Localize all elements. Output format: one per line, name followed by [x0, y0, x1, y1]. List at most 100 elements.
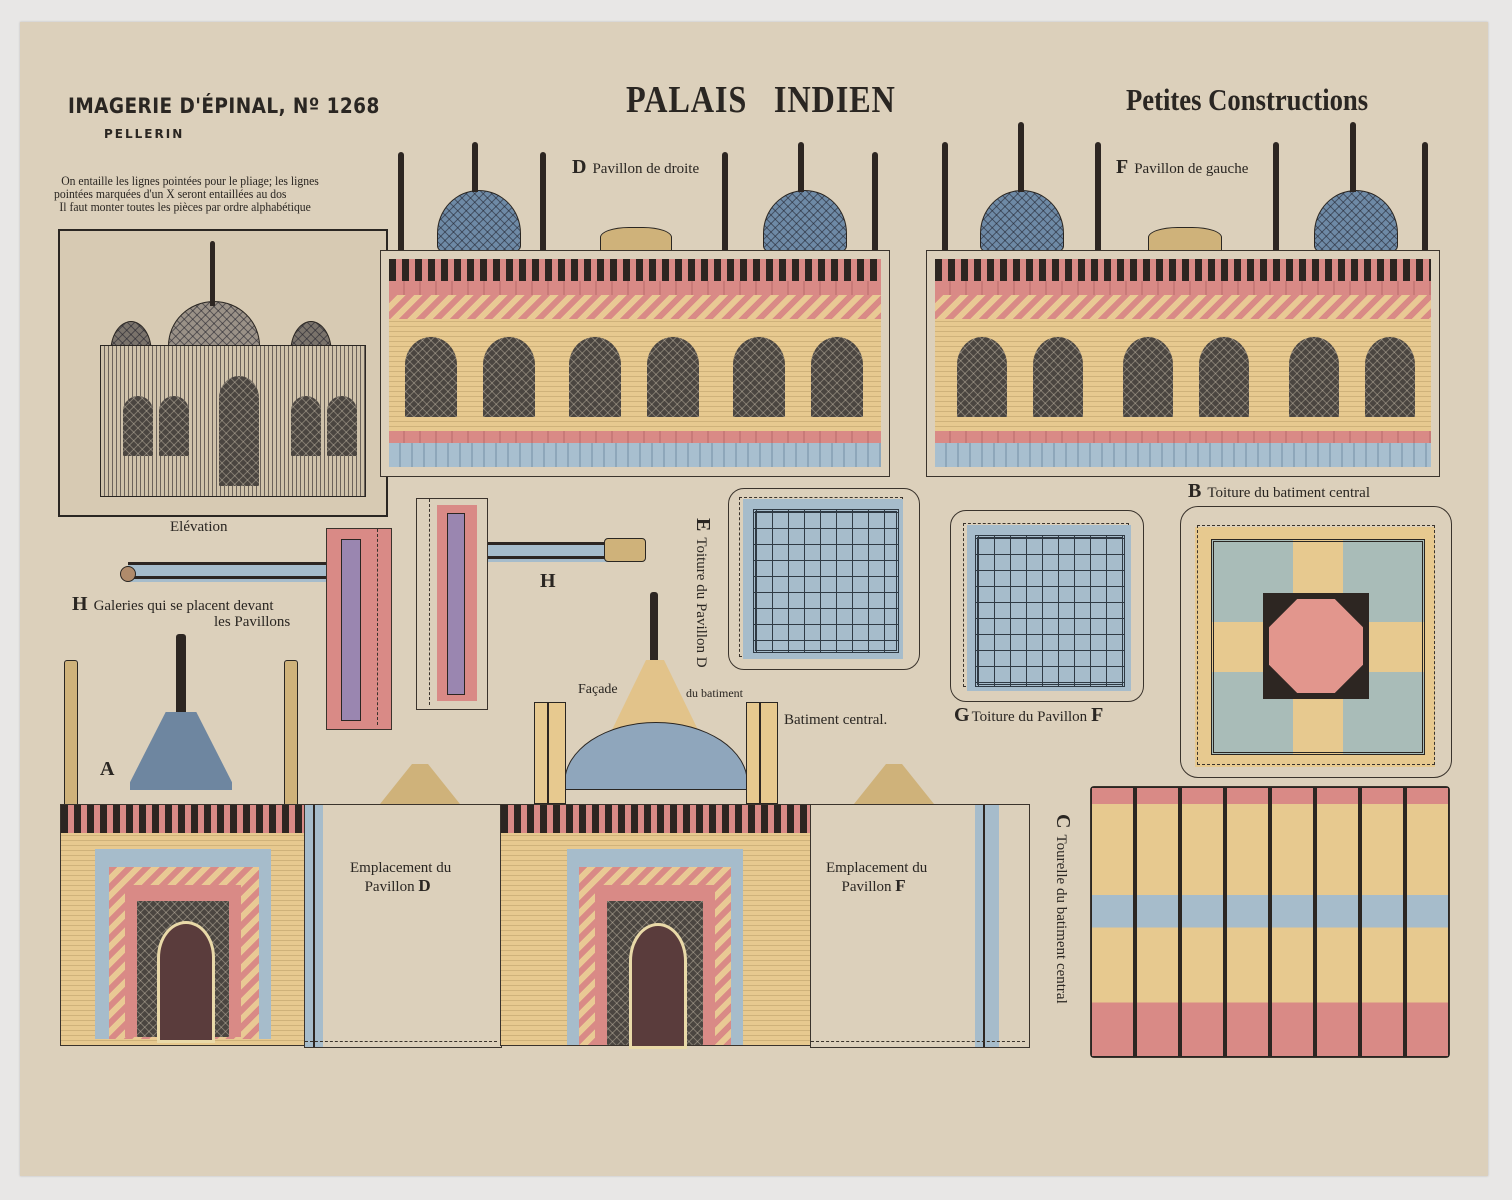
window-icon	[733, 337, 785, 417]
piece-letter: F	[1091, 704, 1104, 726]
piece-a-label: A	[100, 758, 120, 781]
piece-letter: A	[100, 758, 115, 780]
crenellation	[935, 259, 1431, 281]
minaret-icon	[540, 152, 546, 252]
pink-band	[389, 431, 881, 443]
blue-base	[935, 443, 1431, 467]
pink-band	[935, 431, 1431, 443]
central-facade-wall	[500, 804, 812, 1049]
piece-name: Galeries qui se placent devant	[93, 598, 274, 614]
piece-e-label: EToiture du Pavillon D	[691, 518, 714, 668]
roof-finial-icon	[380, 764, 460, 804]
instruction-line: pointées marquées d'un X seront entaillé…	[54, 186, 287, 201]
piece-name: Toiture du batiment central	[1207, 485, 1370, 501]
emplacement-d-label: Emplacement du Pavillon D	[350, 860, 451, 896]
roof-grid	[975, 535, 1125, 687]
tower-face	[1316, 787, 1359, 1057]
spire-icon	[210, 241, 215, 306]
minaret-icon	[1095, 142, 1101, 252]
cone-roof-icon	[130, 712, 232, 790]
piece-h-second-letter: H	[540, 570, 562, 593]
spire-icon	[1018, 122, 1024, 192]
roof-finial-icon	[854, 764, 934, 804]
piece-name: Toiture du Pavillon D	[693, 537, 709, 668]
minaret-icon	[942, 142, 948, 252]
pavilion-wall	[380, 250, 890, 477]
tower-face	[1271, 787, 1314, 1057]
piece-name-line2: les Pavillons	[214, 614, 291, 630]
roof-pattern	[1211, 539, 1425, 755]
piece-letter: G	[954, 704, 970, 726]
emplacement-pavillon-f[interactable]	[810, 804, 1030, 1048]
minaret-icon	[64, 660, 78, 808]
pink-band	[935, 281, 1431, 295]
zigzag-band	[935, 295, 1431, 319]
window-icon	[569, 337, 621, 417]
paper-sheet: IMAGERIE D'ÉPINAL, Nº 1268 PELLERIN PALA…	[20, 22, 1488, 1176]
dome-icon	[763, 190, 847, 252]
spire-icon	[472, 142, 478, 192]
blue-base	[389, 443, 881, 467]
piece-name: Tourelle du batiment central	[1053, 834, 1069, 1004]
piece-letter: C	[1052, 814, 1074, 829]
gallery-post	[416, 498, 488, 710]
window-icon	[405, 337, 457, 417]
tower-strips	[1091, 787, 1449, 1057]
piece-letter: D	[572, 156, 587, 178]
elevation-illustration	[58, 229, 388, 517]
publisher-title: IMAGERIE D'ÉPINAL, Nº 1268	[68, 94, 380, 118]
spire-icon	[798, 142, 804, 192]
piece-letter: F	[895, 876, 906, 895]
piece-c-label: C Tourelle du batiment central	[1051, 814, 1074, 1004]
emplacement-pavillon-d[interactable]	[304, 804, 502, 1048]
piece-letter: F	[1116, 156, 1129, 178]
arched-door-icon	[157, 921, 215, 1043]
fold-line	[811, 1041, 1025, 1042]
door-icon	[219, 376, 259, 486]
facade-label-right: du batiment	[686, 686, 743, 700]
tower-face	[1091, 787, 1134, 1057]
window-icon	[1289, 337, 1339, 417]
minaret-icon	[1273, 142, 1279, 252]
batiment-central-label: Batiment central.	[784, 712, 888, 728]
tower-face	[1136, 787, 1179, 1057]
dome-icon	[980, 190, 1064, 252]
spire-icon	[1350, 122, 1356, 192]
post-panel	[447, 513, 465, 695]
piece-e-toiture-pavillon-d[interactable]	[728, 488, 920, 670]
onion-dome-icon	[564, 722, 748, 790]
piece-g-toiture-pavillon-f[interactable]	[950, 510, 1144, 702]
dome-icon	[1314, 190, 1398, 252]
instruction-line: Il faut monter toutes les pièces par ord…	[59, 199, 311, 214]
facade-label-left: Façade	[578, 682, 618, 697]
pavilion-wall	[926, 250, 1440, 477]
tab-strip	[975, 805, 999, 1047]
window-icon	[291, 396, 321, 456]
gallery-post	[326, 528, 392, 730]
minaret-icon	[722, 152, 728, 252]
piece-c-tourelle[interactable]	[1090, 786, 1450, 1058]
instruction-line: On entaille les lignes pointées pour le …	[61, 173, 319, 188]
gallery-rail	[128, 562, 328, 582]
tower-face	[1406, 787, 1449, 1057]
window-icon	[1365, 337, 1415, 417]
window-icon	[1033, 337, 1083, 417]
window-icon	[957, 337, 1007, 417]
gallery-rail	[488, 542, 608, 562]
arcade-wall	[935, 319, 1431, 431]
minaret-icon	[398, 152, 404, 252]
octagon-roof-icon	[1269, 599, 1363, 693]
piece-b-toiture-batiment-central[interactable]	[1180, 506, 1452, 778]
dome-icon	[437, 190, 521, 252]
fold-line	[1197, 525, 1435, 765]
fold-line	[429, 499, 430, 705]
tower-face	[1361, 787, 1404, 1057]
window-icon	[123, 396, 153, 456]
emplacement-line2: Pavillon	[841, 879, 892, 895]
window-icon	[647, 337, 699, 417]
main-title: PALAIS INDIEN	[626, 79, 896, 121]
